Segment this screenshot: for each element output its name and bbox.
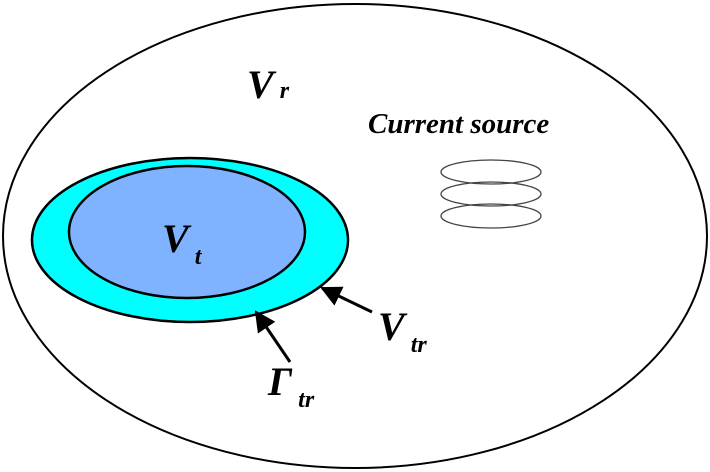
outer-region-ellipse (2, 3, 708, 469)
transition-region-arrow (320, 286, 373, 314)
current-source-label: Current source (368, 108, 549, 140)
coil-icon (440, 159, 542, 229)
inner-region-ellipse (67, 164, 307, 300)
boundary-arrow (254, 310, 292, 363)
